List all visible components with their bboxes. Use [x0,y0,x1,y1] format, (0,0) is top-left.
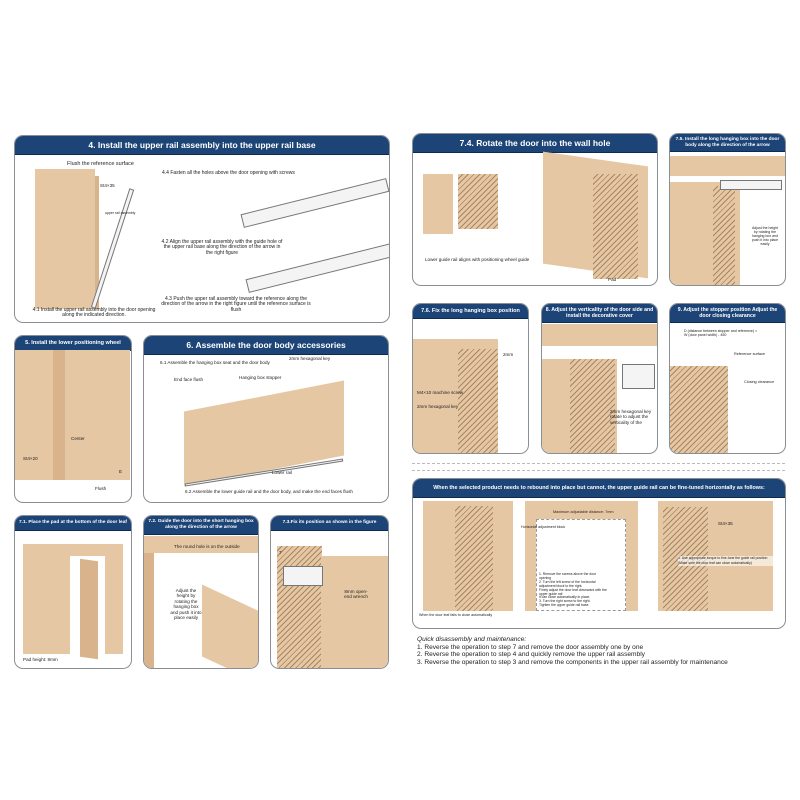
hanging-box [283,566,323,586]
label-screw: St4×35 [100,183,115,188]
panel-fine-tune: When the selected product needs to rebou… [412,478,786,629]
panel-title: 7.4. Rotate the door into the wall hole [413,134,657,153]
panel-title: 5. Install the lower positioning wheel [15,336,131,351]
door-edge [95,176,99,309]
label-adjust: Adjust the height by rotating the hangin… [170,588,202,621]
label-4-3: 4.3 Push the upper rail assembly toward … [161,296,311,313]
panel-step-7-6: 7.6. Fix the long hanging box position 2… [412,303,529,454]
label-max: Maximum adjustable distance: 7mm [553,510,614,514]
label-stopper: Hanging box stopper [239,375,282,380]
label-4-4: 4.4 Fasten all the holes above the door … [162,170,295,176]
long-hanging-box [720,180,782,190]
jamb [144,553,154,668]
label-steps: 1. Remove the screws above the door open… [539,572,607,608]
label-seven: 7 [279,550,282,555]
maintenance-notes: Quick disassembly and maintenance: 1. Re… [417,636,728,666]
panel-title: 9. Adjust the stopper position Adjust th… [670,304,785,323]
wall-hole [458,174,498,229]
door-groove [53,350,65,480]
panel-title: 8. Adjust the verticality of the door si… [542,304,657,323]
door-illustration [15,350,130,480]
label-flush: Flush [95,486,107,491]
maintenance-title: Quick disassembly and maintenance: [417,636,527,643]
detail-view [536,519,626,611]
label-flush: Flush the reference surface [67,161,134,167]
label-guide: Lower guide rail aligns with positioning… [425,257,530,262]
panel-title: 7.2. Guide the door into the short hangi… [144,516,258,535]
label-screw: M4×10 machine screw [417,390,464,395]
wall-corner [423,174,453,234]
label-key: 2mm hexagonal key [417,404,459,409]
panel-step-7-4: 7.4. Rotate the door into the wall hole … [412,133,658,286]
label-wrench: 8mm open-end wrench [344,589,368,600]
panel-title: 7.6. Fix the long hanging box position [413,304,528,319]
header-beam [670,156,785,176]
label-hole: The round hole is on the outside [174,544,240,549]
panel-step-8: 8. Adjust the verticality of the door si… [541,303,658,454]
label-4-2: 4.2 Align the upper rail assembly with t… [161,239,283,256]
label-end-face: End face flush [174,377,204,382]
door-leaf [202,584,258,668]
door-leaf-left [455,506,493,611]
door-illustration [35,169,95,309]
label-6-2: 6.2 Assemble the lower guide rail and th… [185,489,353,494]
label-fails: When the door leaf fails to close automa… [419,613,493,617]
divider [412,463,785,464]
panel-step-4: 4. Install the upper rail assembly into … [14,135,390,323]
wall-section [277,546,322,668]
door-section [570,359,615,453]
panel-step-7-1: 7.1. Place the pad at the bottom of the … [14,515,132,669]
label-key: 2mm hexagonal key [289,356,331,361]
rail-3d-top [240,178,389,228]
maintenance-item: 2. Reverse the operation to step 4 and q… [417,651,645,659]
door-section [713,186,735,285]
panel-title: 7.1. Place the pad at the bottom of the … [15,516,131,531]
door-leaf [321,556,388,668]
label-center: Center [71,436,85,441]
panel-title: 6. Assemble the door body accessories [144,336,388,355]
label-lower-rail: Lower rail [272,470,292,475]
door-leaf [670,366,728,453]
label-6-1: 6.1 Assemble the hanging box seat and th… [160,360,270,365]
label-rail: upper rail assembly [105,211,136,215]
label-clearance: Closing clearance [744,380,775,384]
panel-title: 4. Install the upper rail assembly into … [15,136,389,155]
label-key: 2mm hexagonal key rotate to adjust the v… [610,409,652,425]
panel-step-7-5: 7.5. Install the long hanging box into t… [669,133,786,286]
divider [412,470,785,471]
label-tip: 4. Use appropriate torque to fine-tune t… [678,556,773,566]
panel-title: 7.3.Fix its position as shown in the fig… [271,516,388,531]
maintenance-item: 3. Reverse the operation to step 3 and r… [417,658,728,666]
header-beam [144,536,258,553]
label-screw: St4×20 [23,456,38,461]
panel-title: When the selected product needs to rebou… [413,479,785,498]
panel-step-6: 6. Assemble the door body accessories 6.… [143,335,389,503]
label-block: Horizontal adjustment block [521,525,566,529]
label-pad: Pad [608,277,617,282]
panel-step-5: 5. Install the lower positioning wheel C… [14,335,132,503]
label-adjust: Adjust the height by rotating the hangin… [751,226,779,246]
label-distance: D (distance between stopper and referenc… [684,329,758,338]
label-ref: Reference surface [734,352,766,356]
label-screw: St4×35 [718,521,733,526]
door-section [458,349,498,453]
door-leaf [80,558,98,660]
label-e: E [119,469,123,474]
panel-step-9: 9. Adjust the stopper position Adjust th… [669,303,786,454]
decorative-cover [622,364,655,389]
panel-title: 7.5. Install the long hanging box into t… [670,134,785,152]
label-mm: 2mm [503,352,514,357]
header-beam [542,324,657,346]
panel-step-7-3: 7.3.Fix its position as shown in the fig… [270,515,389,669]
label-4-1: 4.1 Install the upper rail assembly into… [32,307,156,319]
panel-step-7-2: 7.2. Guide the door into the short hangi… [143,515,259,669]
label-pad: Pad height: 8mm [23,657,58,662]
door-leaf [593,174,638,279]
maintenance-item: 1. Reverse the operation to step 7 and r… [417,643,644,651]
